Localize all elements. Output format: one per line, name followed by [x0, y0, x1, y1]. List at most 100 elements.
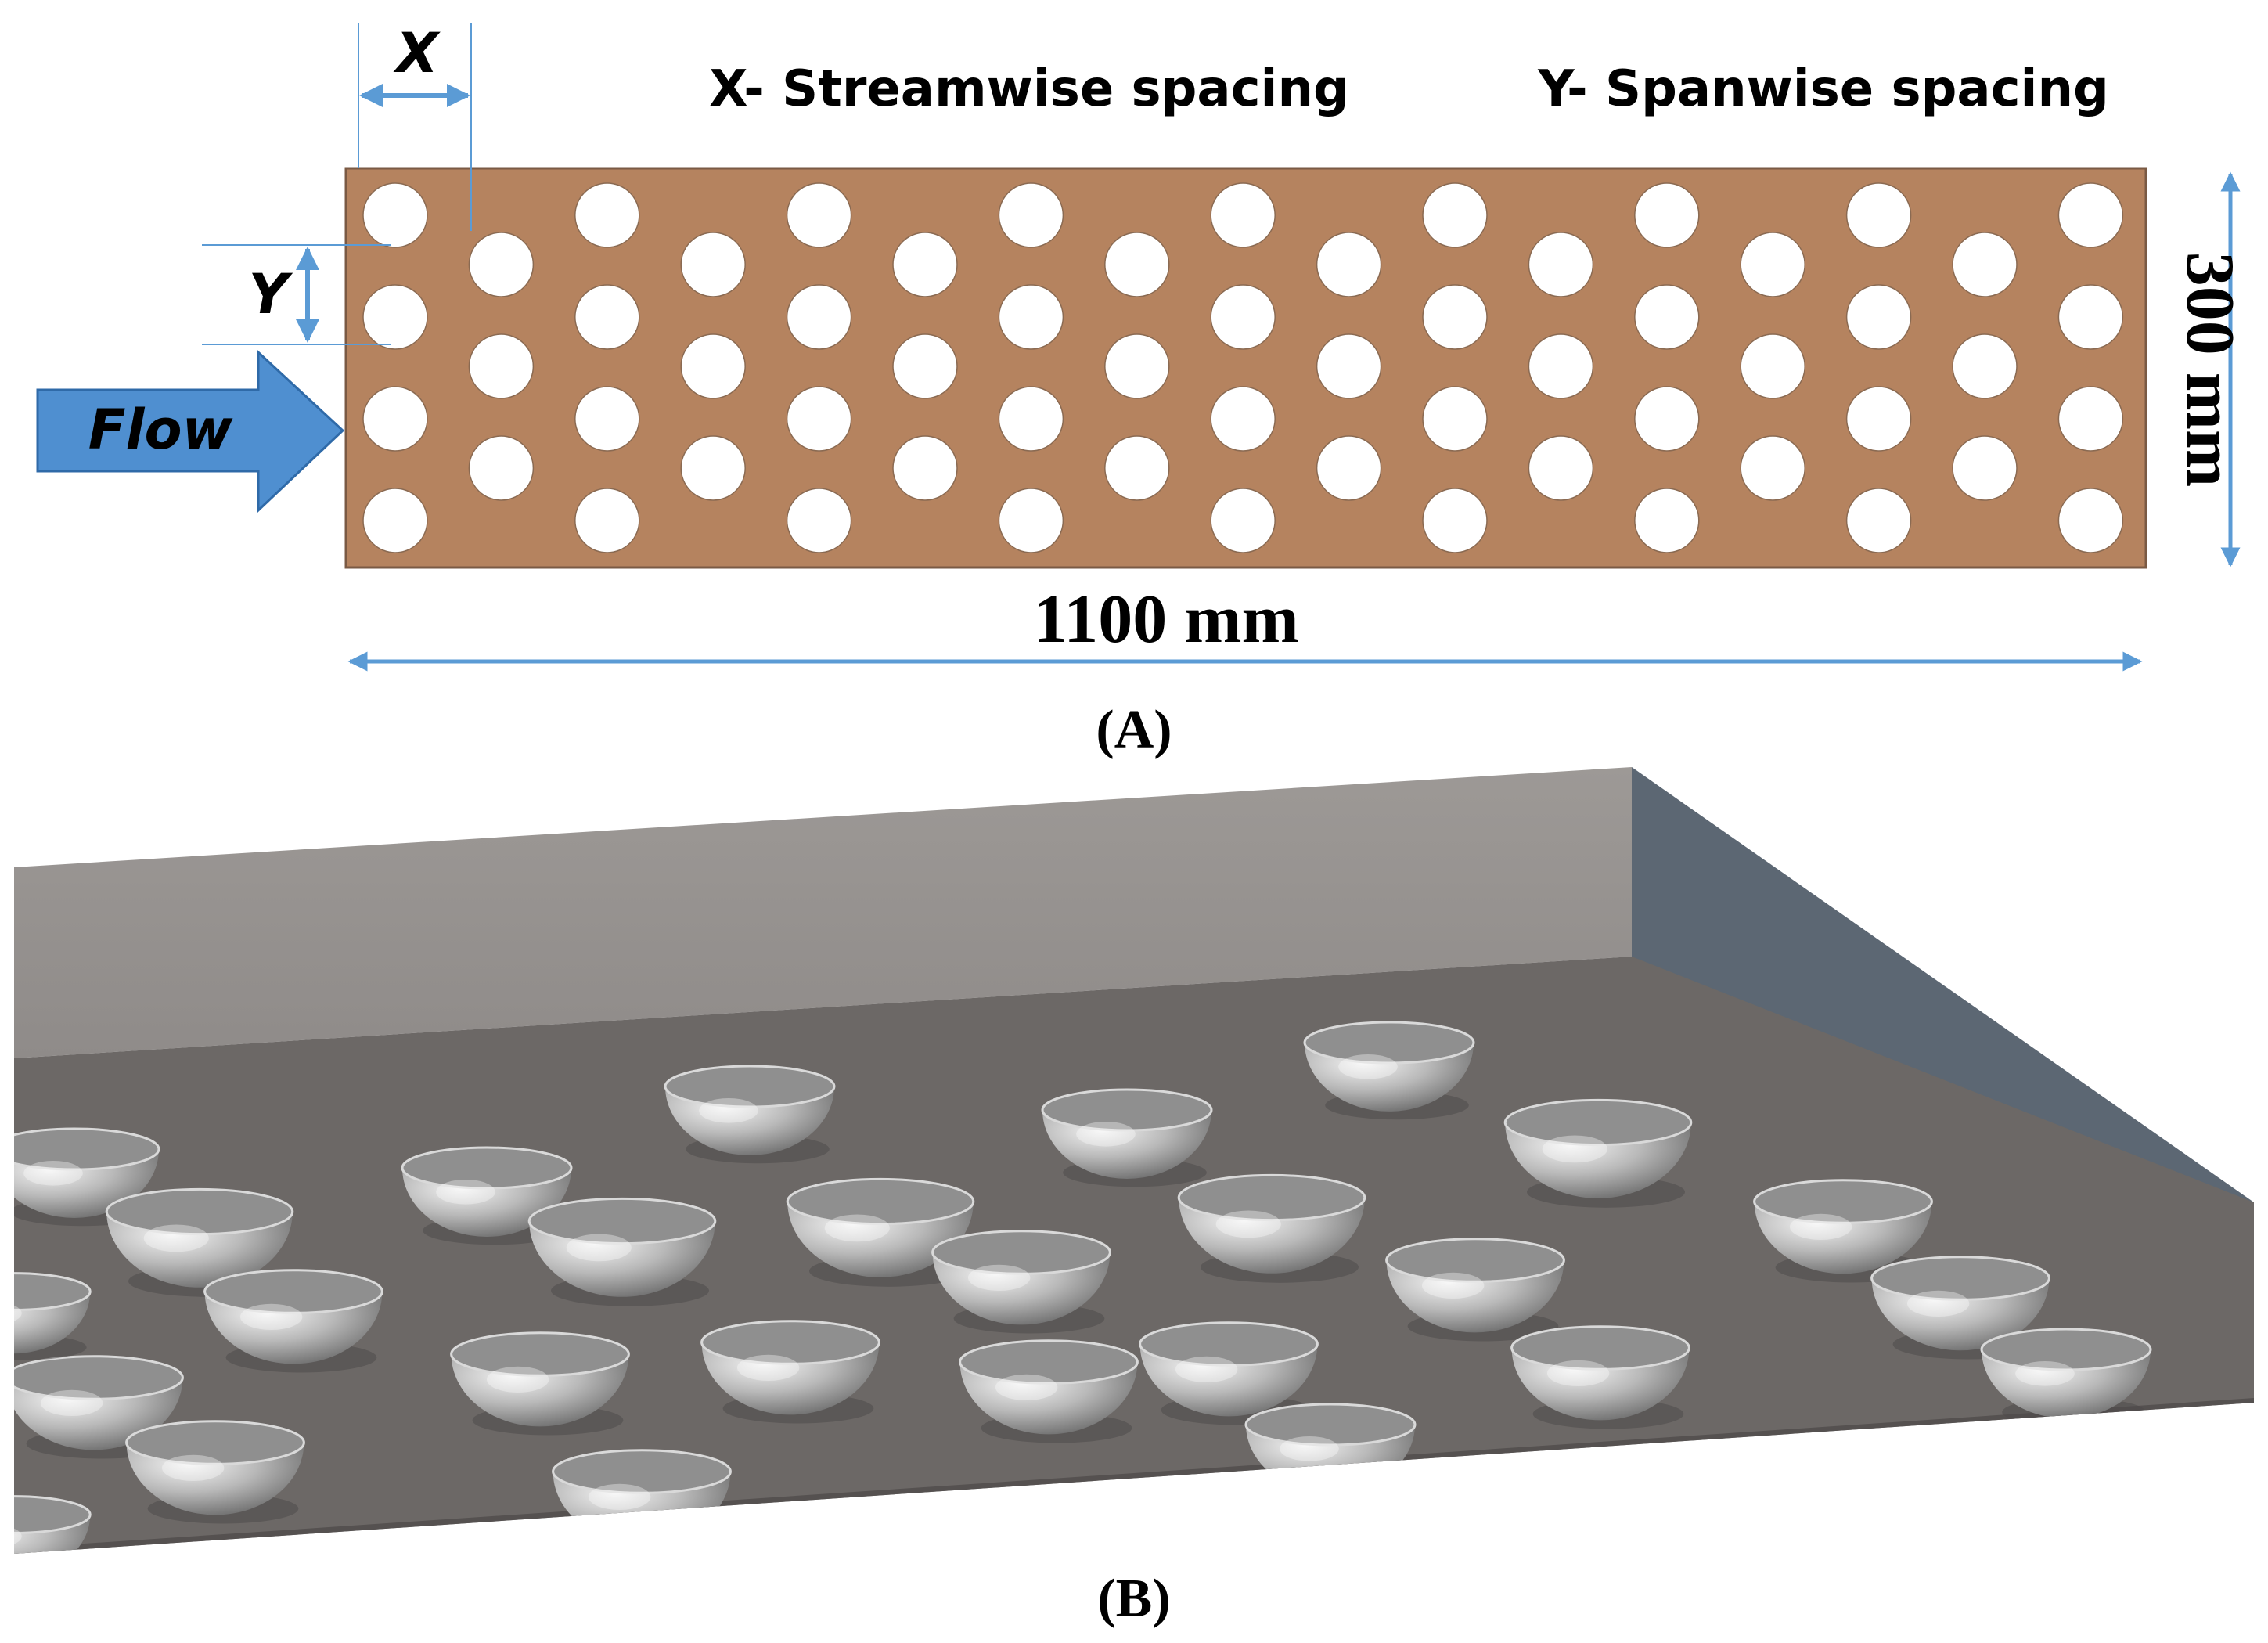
hole: [2057, 488, 2124, 553]
y-spacing-dimension: Y: [202, 244, 391, 345]
hole: [1316, 232, 1382, 297]
hole: [1740, 333, 1805, 399]
hole: [1104, 333, 1170, 399]
x-symbol: X: [393, 21, 441, 85]
dimple: [959, 1339, 1139, 1443]
panel-a: X Y Flow X- Streamwise spacing Y- Spanwi…: [36, 21, 2248, 760]
hole: [1210, 284, 1276, 350]
hole: [468, 333, 535, 399]
dimple: [1753, 1179, 1933, 1283]
hole: [998, 488, 1064, 553]
hole: [1952, 333, 2018, 399]
hole: [1422, 386, 1488, 452]
hole: [1952, 232, 2018, 297]
hole: [786, 488, 852, 553]
dimple: [1510, 1325, 1690, 1429]
hole: [1952, 435, 2018, 501]
hole: [1528, 232, 1594, 297]
hole: [2057, 284, 2124, 350]
hole: [2057, 182, 2124, 248]
hole: [1422, 284, 1488, 350]
hole: [1634, 488, 1700, 553]
hole: [1316, 333, 1382, 399]
hole: [1528, 435, 1594, 501]
length-dimension: 1100 mm: [347, 582, 2143, 672]
dimple: [1303, 1021, 1475, 1120]
hole: [1634, 386, 1700, 452]
hole: [1422, 182, 1488, 248]
panel-b: (B): [14, 767, 2254, 1629]
length-label: 1100 mm: [1033, 582, 1299, 658]
hole: [680, 435, 746, 501]
hole: [574, 488, 640, 553]
hole: [892, 333, 958, 399]
hole: [468, 232, 535, 297]
hole: [1845, 386, 1912, 452]
dimple: [931, 1230, 1111, 1334]
flow-arrow: Flow: [36, 349, 345, 513]
dimple: [1041, 1088, 1213, 1187]
hole: [574, 182, 640, 248]
hole: [362, 488, 428, 553]
hole: [1845, 284, 1912, 350]
dimple: [527, 1197, 717, 1306]
hole: [1316, 435, 1382, 501]
hole: [1104, 232, 1170, 297]
flow-label: Flow: [88, 398, 233, 462]
hole: [892, 232, 958, 297]
hole: [1740, 435, 1805, 501]
hole: [1210, 182, 1276, 248]
dimple: [1385, 1238, 1565, 1342]
hole: [362, 182, 428, 248]
hole: [2057, 386, 2124, 452]
hole: [1634, 284, 1700, 350]
dimple: [786, 1177, 975, 1287]
hole: [574, 386, 640, 452]
dimple: [664, 1065, 836, 1164]
wall-top-face: [14, 767, 1632, 1058]
hole: [1845, 182, 1912, 248]
hole: [1210, 488, 1276, 553]
dimple: [1177, 1173, 1366, 1283]
hole: [892, 435, 958, 501]
caption-b: (B): [1097, 1569, 1170, 1629]
dimple: [14, 1495, 92, 1554]
spanwise-label: Y- Spanwise spacing: [1537, 60, 2109, 118]
hole: [1740, 232, 1805, 297]
hole: [468, 435, 535, 501]
hole: [998, 284, 1064, 350]
x-spacing-dimension: X: [358, 21, 472, 231]
dimple: [125, 1420, 305, 1524]
width-label: 300 mm: [2172, 252, 2248, 488]
hole: [1845, 488, 1912, 553]
hole: [998, 182, 1064, 248]
hole: [680, 333, 746, 399]
streamwise-label: X- Streamwise spacing: [709, 60, 1349, 118]
hole: [786, 386, 852, 452]
hole: [680, 232, 746, 297]
hole: [998, 386, 1064, 452]
hole: [574, 284, 640, 350]
dimple: [700, 1320, 880, 1424]
hole: [362, 284, 428, 350]
dimple: [203, 1269, 383, 1373]
dimple: [1503, 1098, 1693, 1208]
hole: [786, 284, 852, 350]
y-symbol: Y: [249, 262, 293, 326]
dimple: [450, 1331, 630, 1436]
width-dimension: 300 mm: [2172, 171, 2248, 567]
hole: [786, 182, 852, 248]
hole: [1104, 435, 1170, 501]
hole: [1210, 386, 1276, 452]
hole: [1528, 333, 1594, 399]
dimple: [14, 1272, 92, 1360]
hole: [362, 386, 428, 452]
dimple: [1980, 1328, 2152, 1427]
dimple: [1139, 1321, 1319, 1425]
hole: [1634, 182, 1700, 248]
dimple: [1244, 1403, 1417, 1502]
hole: [1422, 488, 1488, 553]
dimple: [552, 1449, 732, 1553]
caption-a: (A): [1096, 700, 1172, 760]
